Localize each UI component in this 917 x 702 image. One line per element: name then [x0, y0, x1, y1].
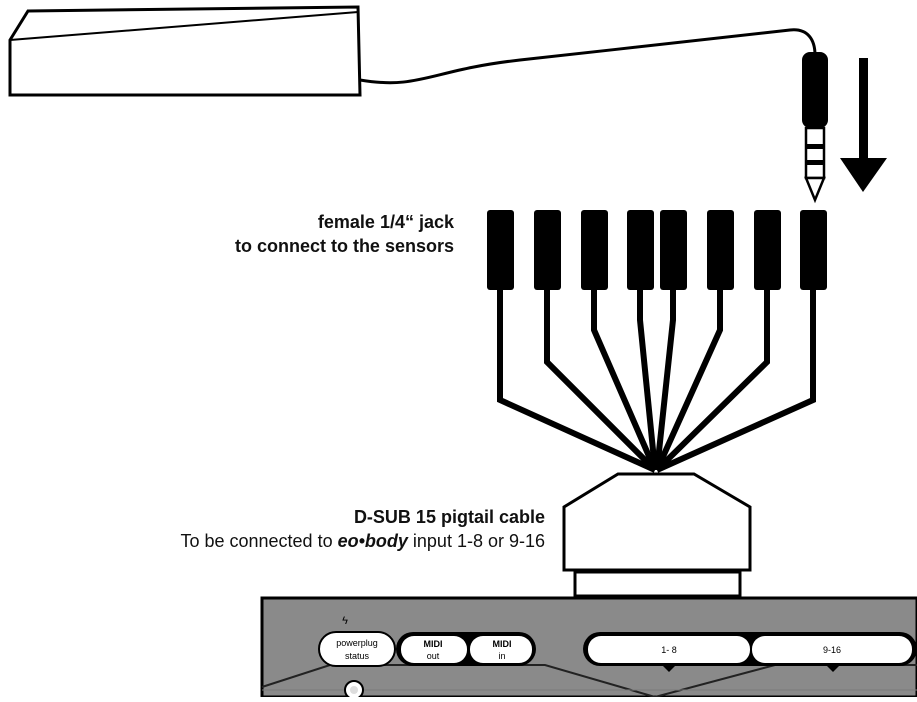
midi-in-label-2: in	[498, 651, 505, 661]
powerplug-label: powerplug	[336, 638, 378, 648]
down-arrow-icon	[840, 58, 887, 192]
jack-label: female 1/4“ jack to connect to the senso…	[100, 210, 454, 258]
power-icon: ϟ	[342, 615, 348, 627]
cable-label-prefix: To be connected to	[180, 531, 338, 551]
status-label: status	[345, 651, 370, 661]
female-jack-icon	[534, 210, 561, 290]
female-jack-icon	[581, 210, 608, 290]
midi-out-label-1: MIDI	[424, 639, 443, 649]
female-jack-icon	[627, 210, 654, 290]
cable-label-suffix: input 1-8 or 9-16	[407, 531, 545, 551]
female-jack-icon	[660, 210, 687, 290]
cable-label-desc: To be connected to eo•body input 1-8 or …	[0, 529, 545, 553]
female-jack-icon	[487, 210, 514, 290]
eobody-panel: ϟ powerplug status MIDI out MIDI in 1- 8…	[260, 596, 917, 700]
input-9-16-port	[752, 636, 912, 663]
powerplug-status-button	[318, 631, 396, 667]
pigtail-wires	[497, 288, 816, 473]
input-1-8-port	[588, 636, 750, 663]
female-jack-row	[487, 210, 827, 290]
midi-in-port	[470, 636, 532, 663]
eobody-brand: eo•body	[337, 531, 408, 551]
pedal-sensor	[8, 5, 362, 97]
dsub-connector	[562, 472, 752, 598]
jack-label-line2: to connect to the sensors	[234, 236, 454, 256]
midi-out-port	[401, 636, 467, 663]
cable-label-title: D-SUB 15 pigtail cable	[353, 507, 545, 527]
input-1-8-label: 1- 8	[661, 645, 677, 655]
cable-label: D-SUB 15 pigtail cable To be connected t…	[0, 505, 545, 553]
input-9-16-label: 9-16	[823, 645, 841, 655]
stereo-jack-plug	[802, 52, 828, 204]
female-jack-icon	[754, 210, 781, 290]
female-jack-icon	[800, 210, 827, 290]
female-jack-icon	[707, 210, 734, 290]
sensor-cable	[359, 28, 817, 85]
midi-out-label-2: out	[427, 651, 440, 661]
midi-in-label-1: MIDI	[493, 639, 512, 649]
jack-label-line1: female 1/4“ jack	[317, 212, 454, 232]
